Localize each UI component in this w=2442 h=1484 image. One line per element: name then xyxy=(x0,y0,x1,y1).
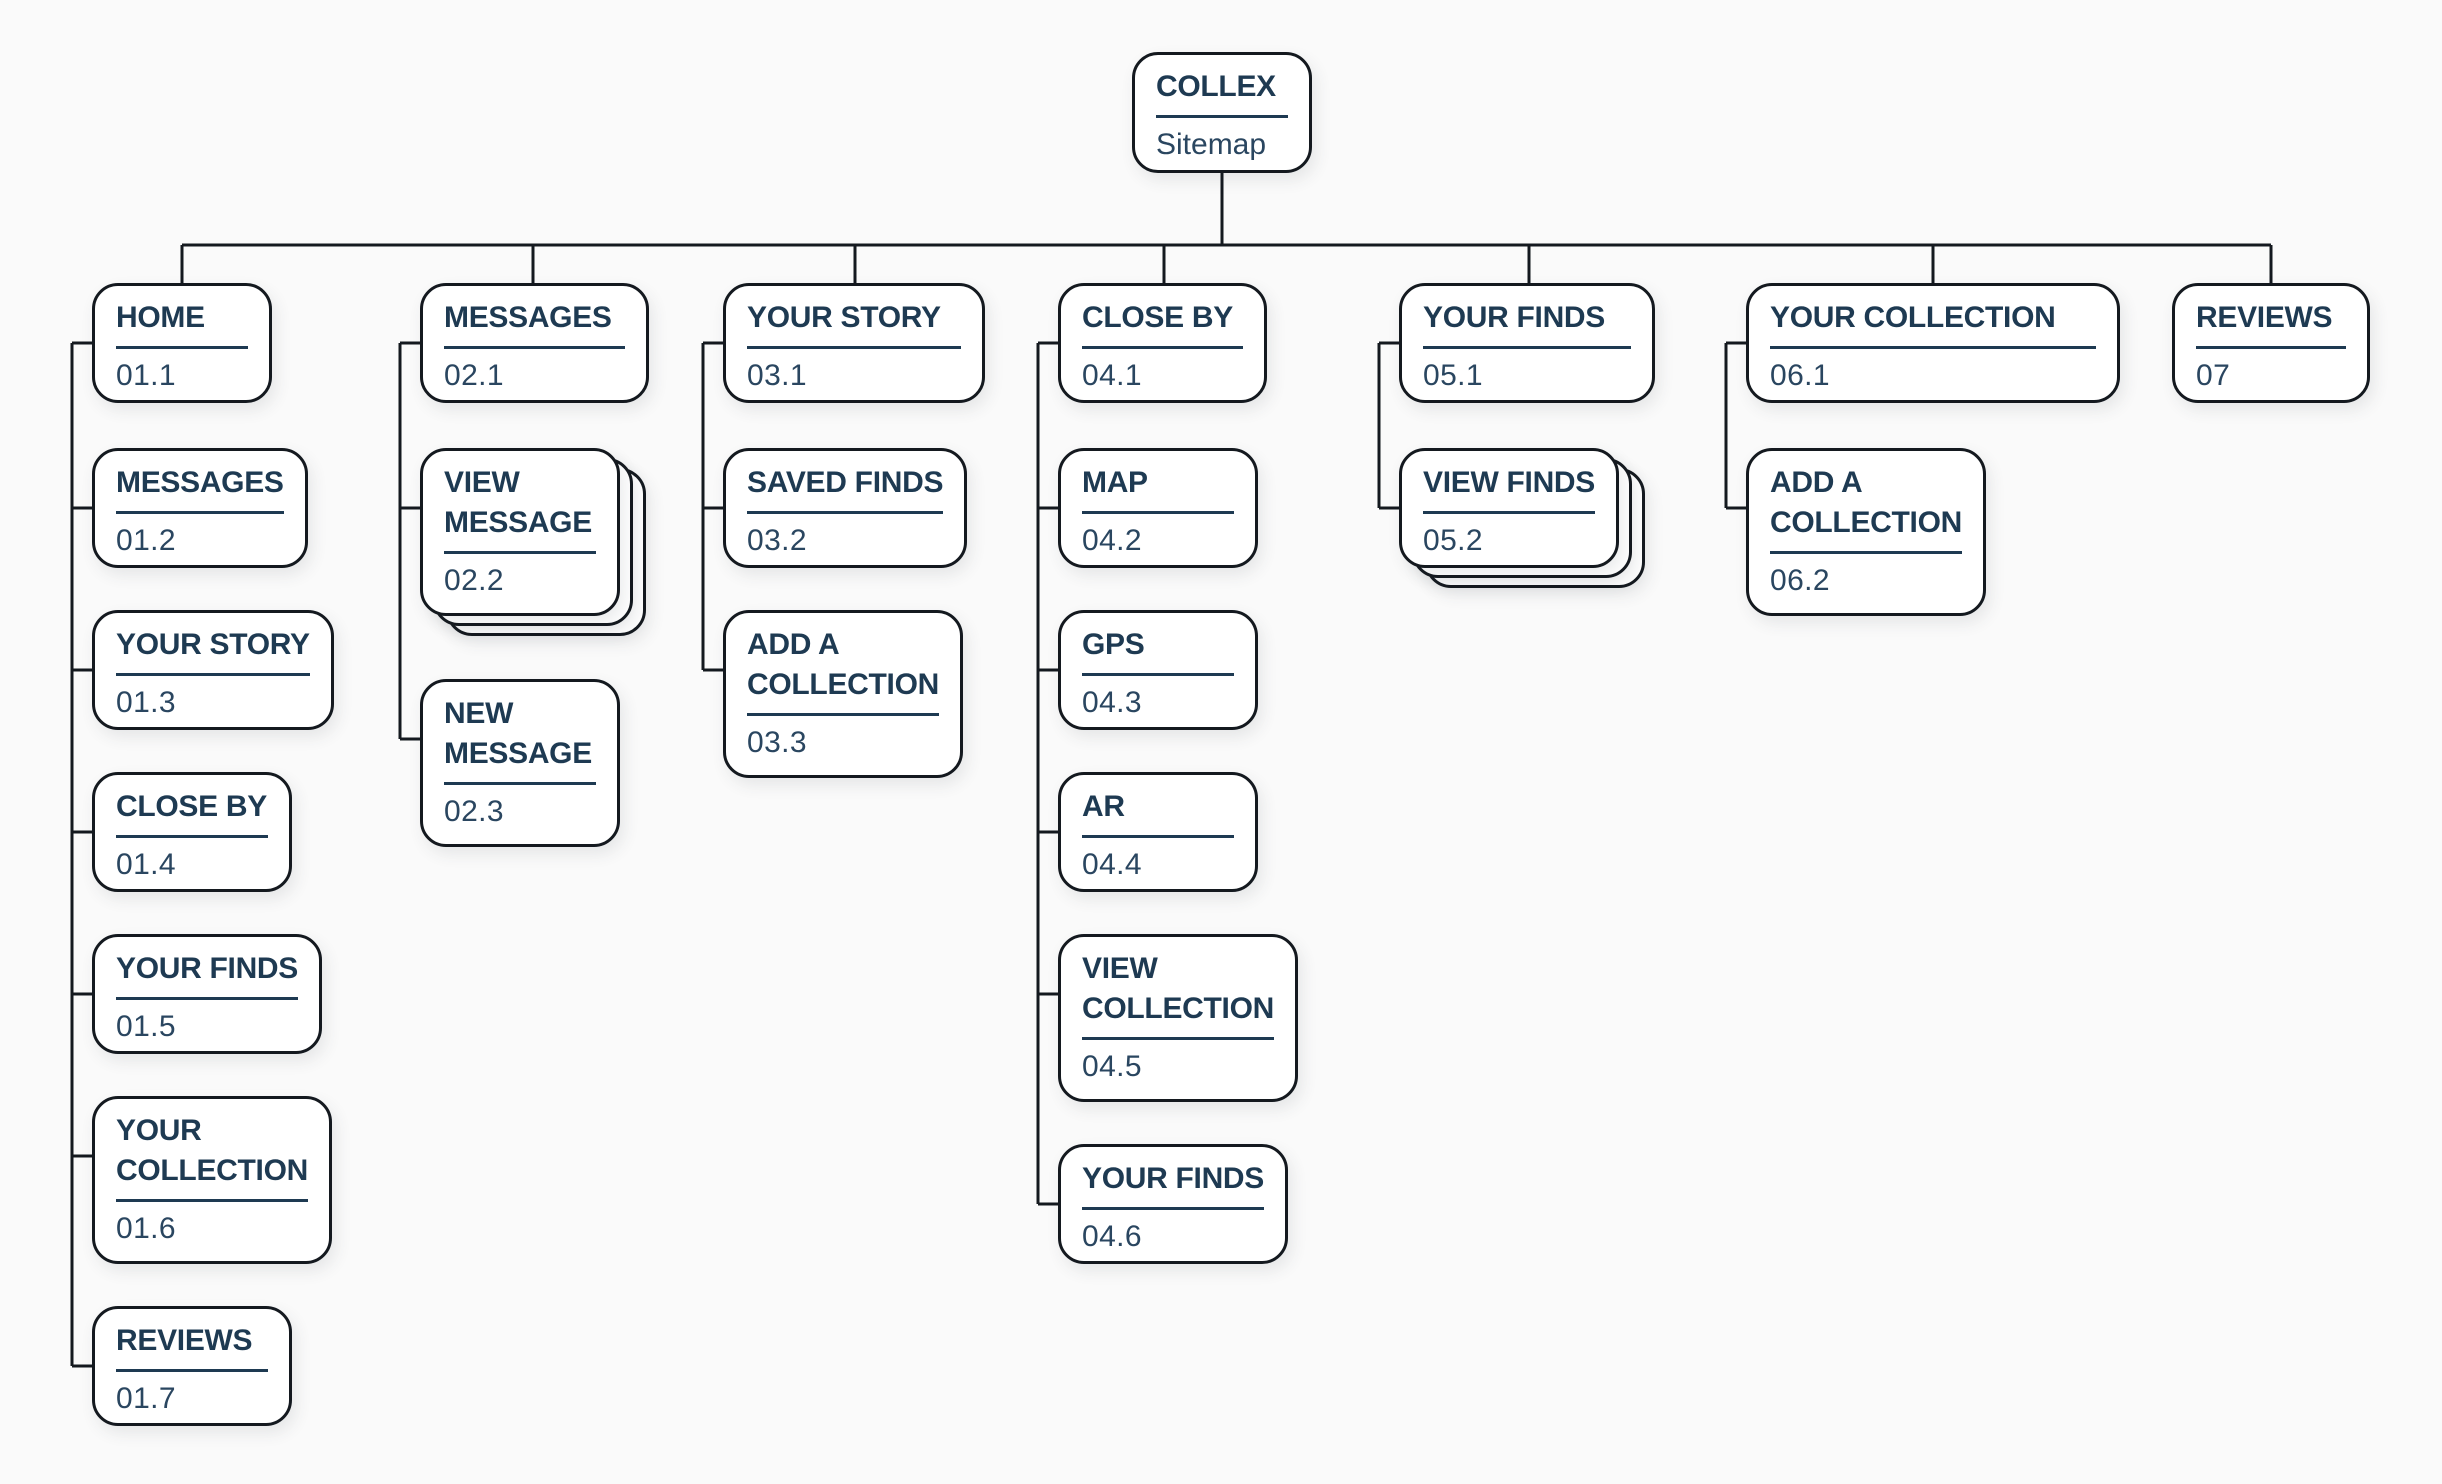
node-number: 03.1 xyxy=(747,359,807,392)
node-title: REVIEWS xyxy=(2196,298,2346,349)
node-number: 02.3 xyxy=(444,795,504,828)
node-number: 05.1 xyxy=(1423,359,1483,392)
root-node-collex: COLLEX Sitemap xyxy=(1132,52,1312,173)
node-title: VIEW COLLECTION xyxy=(1082,949,1274,1040)
sitemap-node-07-reviews: REVIEWS 07 xyxy=(2172,283,2370,403)
sitemap-node-04-6-your-finds: YOUR FINDS 04.6 xyxy=(1058,1144,1289,1264)
sitemap-node-04-2-map: MAP 04.2 xyxy=(1058,448,1258,568)
sitemap-node-01-6-your-collection: YOUR COLLECTION 01.6 xyxy=(92,1096,332,1264)
sitemap-node-05-1-your-finds: YOUR FINDS 05.1 xyxy=(1399,283,1655,403)
sitemap-node-06-1-your-collection: YOUR COLLECTION 06.1 xyxy=(1746,283,2120,403)
node-title: VIEW FINDS xyxy=(1423,463,1595,514)
node-number: 04.3 xyxy=(1082,686,1142,719)
node-title: GPS xyxy=(1082,625,1234,676)
node-number: 04.1 xyxy=(1082,359,1142,392)
node-title: CLOSE BY xyxy=(1082,298,1243,349)
sitemap-node-04-4-ar: AR 04.4 xyxy=(1058,772,1258,892)
node-number: 04.4 xyxy=(1082,848,1142,881)
node-number: 03.3 xyxy=(747,726,807,759)
node-number: 01.2 xyxy=(116,524,176,557)
sitemap-node-03-1-your-story: YOUR STORY 03.1 xyxy=(723,283,985,403)
node-title: SAVED FINDS xyxy=(747,463,943,514)
sitemap-node-01-4-close-by: CLOSE BY 01.4 xyxy=(92,772,292,892)
sitemap-node-01-1-home: HOME 01.1 xyxy=(92,283,272,403)
node-title: YOUR FINDS xyxy=(116,949,298,1000)
node-number: 03.2 xyxy=(747,524,807,557)
node-number: 06.1 xyxy=(1770,359,1830,392)
node-title: ADD A COLLECTION xyxy=(747,625,939,716)
node-title: YOUR STORY xyxy=(747,298,961,349)
sitemap-node-01-7-reviews: REVIEWS 01.7 xyxy=(92,1306,292,1426)
node-title: MAP xyxy=(1082,463,1234,514)
node-title: CLOSE BY xyxy=(116,787,268,838)
stacked-cards: VIEW FINDS 05.2 xyxy=(1399,448,1646,588)
node-number: 01.1 xyxy=(116,359,176,392)
sitemap-node-02-1-messages: MESSAGES 02.1 xyxy=(420,283,649,403)
node-number: 04.2 xyxy=(1082,524,1142,557)
node-number: 05.2 xyxy=(1423,524,1483,557)
node-title: MESSAGES xyxy=(116,463,284,514)
node-title: HOME xyxy=(116,298,248,349)
node-title: YOUR FINDS xyxy=(1082,1159,1264,1210)
node-number: 04.6 xyxy=(1082,1220,1142,1253)
node-title: YOUR COLLECTION xyxy=(116,1111,308,1202)
node-number: 01.5 xyxy=(116,1010,176,1043)
node-title: REVIEWS xyxy=(116,1321,268,1372)
node-number: 02.2 xyxy=(444,564,504,597)
node-number: 07 xyxy=(2196,359,2231,392)
node-number: 01.3 xyxy=(116,686,176,719)
node-title: AR xyxy=(1082,787,1234,838)
node-number: 04.5 xyxy=(1082,1050,1142,1083)
sitemap-node-04-3-gps: GPS 04.3 xyxy=(1058,610,1258,730)
root-title: COLLEX xyxy=(1156,67,1288,118)
node-title: NEW MESSAGE xyxy=(444,694,596,785)
sitemap-node-03-2-saved-finds: SAVED FINDS 03.2 xyxy=(723,448,968,568)
sitemap-node-01-5-your-finds: YOUR FINDS 01.5 xyxy=(92,934,323,1054)
sitemap-node-03-3-add-a-collection: ADD A COLLECTION 03.3 xyxy=(723,610,963,778)
sitemap-node-04-1-close-by: CLOSE BY 04.1 xyxy=(1058,283,1267,403)
node-title: YOUR COLLECTION xyxy=(1770,298,2096,349)
sitemap-node-01-3-your-story: YOUR STORY 01.3 xyxy=(92,610,334,730)
sitemap-node-05-2-view-finds: VIEW FINDS 05.2 xyxy=(1399,448,1620,568)
sitemap-node-06-2-add-a-collection: ADD A COLLECTION 06.2 xyxy=(1746,448,1986,616)
sitemap-node-02-3-new-message: NEW MESSAGE 02.3 xyxy=(420,679,620,847)
node-title: VIEW MESSAGE xyxy=(444,463,596,554)
sitemap-node-04-5-view-collection: VIEW COLLECTION 04.5 xyxy=(1058,934,1298,1102)
node-number: 02.1 xyxy=(444,359,504,392)
node-number: 01.7 xyxy=(116,1382,176,1415)
node-title: YOUR FINDS xyxy=(1423,298,1631,349)
node-number: 01.6 xyxy=(116,1212,176,1245)
node-title: ADD A COLLECTION xyxy=(1770,463,1962,554)
sitemap-node-01-2-messages: MESSAGES 01.2 xyxy=(92,448,308,568)
stacked-cards: VIEW MESSAGE 02.2 xyxy=(420,448,646,636)
sitemap-node-02-2-view-message: VIEW MESSAGE 02.2 xyxy=(420,448,620,616)
node-title: MESSAGES xyxy=(444,298,625,349)
node-number: 06.2 xyxy=(1770,564,1830,597)
root-subtitle: Sitemap xyxy=(1156,128,1267,161)
node-title: YOUR STORY xyxy=(116,625,310,676)
node-number: 01.4 xyxy=(116,848,176,881)
